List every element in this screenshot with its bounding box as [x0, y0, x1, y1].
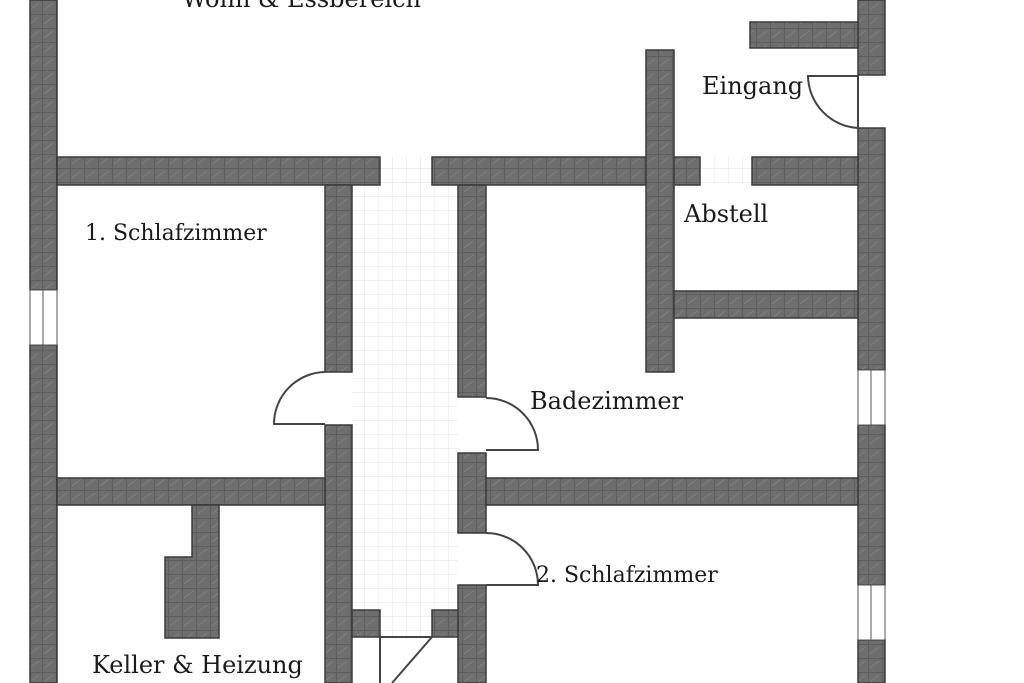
wall-corridor-right — [457, 184, 487, 398]
wall-left-middle — [56, 477, 326, 506]
wall-left-outer — [29, 344, 58, 683]
wall-right-outer — [857, 0, 886, 76]
wall-corridor-left — [324, 184, 353, 373]
wall-corridor-right — [457, 452, 487, 534]
wall-abstell-horizontal — [673, 290, 859, 319]
door-schlafzimmer-1 — [272, 371, 326, 425]
room-label-eingang: Eingang — [702, 72, 804, 100]
room-label-keller: Keller & Heizung — [92, 651, 303, 679]
wall-right-middle — [485, 477, 859, 506]
wall-abstell-vertical — [645, 49, 675, 373]
wall-bottom-stub — [351, 609, 381, 638]
wall-left-outer — [29, 0, 58, 291]
door-entrance — [806, 75, 859, 129]
room-label-schlafzimmer-2: 2. Schlafzimmer — [536, 563, 718, 588]
room-label-wohn: Wohn & Essbereich — [182, 0, 421, 11]
room-label-bad: Badezimmer — [530, 387, 684, 415]
walls — [29, 0, 886, 683]
door-bad — [485, 397, 540, 451]
door-schlafzimmer-2 — [485, 532, 540, 586]
wall-upper-horizontal — [751, 156, 859, 186]
wall-entrance-stub — [749, 21, 859, 49]
wall-bottom-stub — [431, 609, 459, 638]
wall-corridor-left — [324, 424, 353, 683]
room-label-abstell: Abstell — [684, 200, 769, 228]
corridor-grid — [352, 157, 458, 637]
door-bottom — [379, 636, 433, 683]
wall-upper-horizontal — [56, 156, 381, 186]
doors — [272, 75, 859, 683]
chimney — [164, 504, 220, 639]
wall-corridor-right — [457, 584, 487, 683]
opening-grid — [700, 157, 752, 185]
wall-right-outer — [857, 639, 886, 683]
room-label-schlafzimmer-1: 1. Schlafzimmer — [85, 221, 267, 246]
wall-right-outer — [857, 127, 886, 371]
windows — [29, 289, 886, 641]
opening-grid — [380, 157, 432, 185]
wall-right-outer — [857, 424, 886, 586]
